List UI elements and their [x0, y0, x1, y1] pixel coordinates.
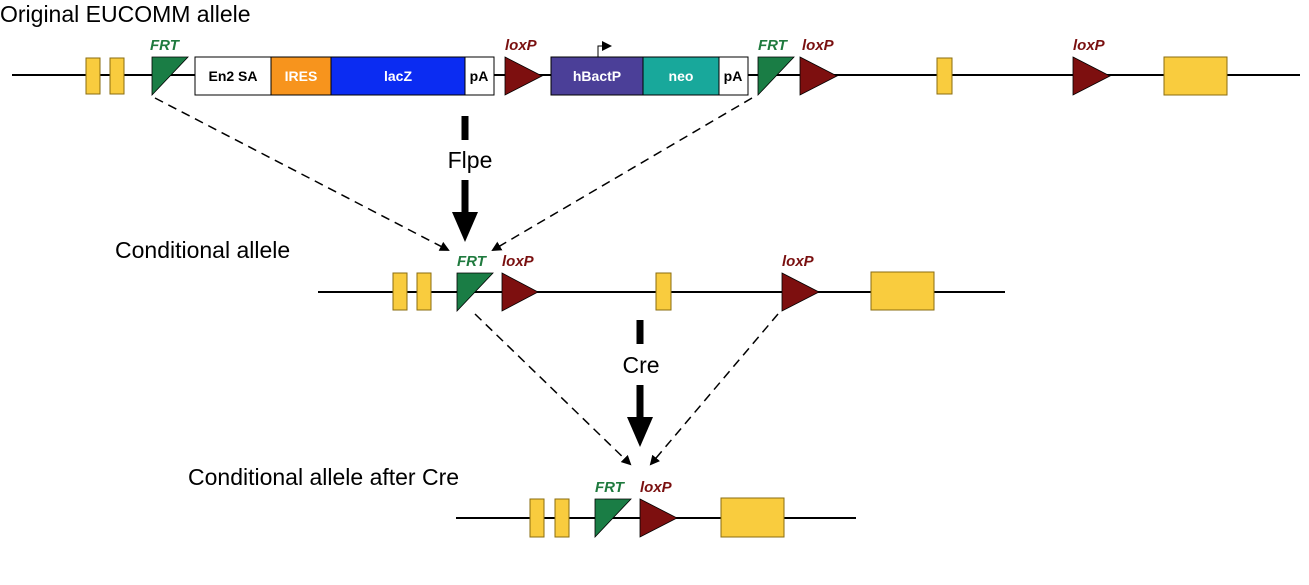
exon	[392, 272, 408, 311]
ires-label: IRES	[285, 68, 318, 84]
frt-label: FRT	[758, 37, 789, 54]
dashed-arrow	[154, 97, 450, 251]
loxp-label: loxP	[802, 37, 835, 54]
frt-label: FRT	[595, 479, 626, 496]
loxp-site	[781, 272, 820, 312]
cre-arrow-head-icon	[627, 417, 653, 447]
loxp-label: loxP	[640, 479, 673, 496]
loxp-label: loxP	[505, 37, 538, 54]
promoter-arrow-icon	[597, 41, 612, 57]
frt-site	[456, 272, 494, 313]
exon	[720, 497, 785, 538]
loxp-label: loxP	[502, 253, 535, 270]
lacz-label: lacZ	[384, 68, 412, 84]
dashed-arrow	[491, 97, 753, 252]
frt-label: FRT	[457, 253, 488, 270]
flpe-label: Flpe	[448, 147, 493, 173]
frt-site	[594, 498, 632, 539]
exon	[655, 272, 672, 311]
exon	[870, 271, 935, 311]
hbactp-box	[550, 56, 644, 96]
pa-label: pA	[470, 68, 489, 84]
exon	[936, 57, 953, 95]
after-cre-allele-label: Conditional allele after Cre	[188, 464, 459, 490]
conditional-allele-label: Conditional allele	[115, 237, 290, 263]
loxp-site	[504, 56, 543, 96]
frt-site	[151, 56, 189, 97]
exon	[529, 498, 545, 538]
lacz-box	[330, 56, 466, 96]
frt-label: FRT	[150, 37, 181, 54]
neo-box	[642, 56, 720, 96]
pa-label: pA	[724, 68, 743, 84]
exon	[85, 57, 101, 95]
en2sa-label: En2 SA	[208, 68, 257, 84]
loxp-site	[799, 56, 838, 96]
pa-box	[718, 56, 749, 96]
en2sa-box	[194, 56, 272, 96]
loxp-label: loxP	[1073, 37, 1106, 54]
exon	[554, 498, 570, 538]
loxp-site	[1072, 56, 1111, 96]
exon	[109, 57, 125, 95]
dashed-arrow	[474, 313, 632, 466]
frt-site	[757, 56, 795, 97]
loxp-site	[639, 498, 678, 538]
hbactp-label: hBactP	[573, 68, 621, 84]
loxp-label: loxP	[782, 253, 815, 270]
dashed-arrow	[649, 313, 779, 466]
exon	[416, 272, 432, 311]
cre-label: Cre	[622, 352, 659, 378]
exon	[1163, 56, 1228, 96]
neo-label: neo	[669, 68, 694, 84]
flpe-arrow-head-icon	[452, 212, 478, 242]
pa-box	[464, 56, 495, 96]
loxp-site	[501, 272, 539, 312]
original-allele-label: Original EUCOMM allele	[0, 1, 251, 27]
